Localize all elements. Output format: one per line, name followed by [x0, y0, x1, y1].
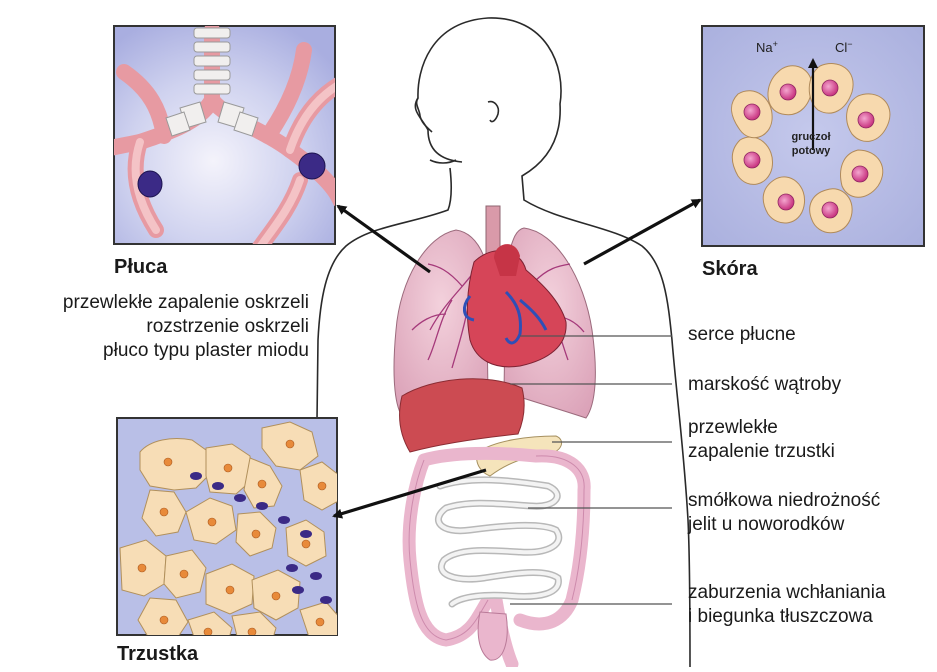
small-intestine-inner	[438, 480, 558, 604]
arrow-to-skin	[584, 200, 700, 264]
lung-condition-1: przewlekłe zapalenie oskrzeli	[63, 291, 309, 314]
lungs-title: Płuca	[114, 256, 167, 279]
skin-inset: Na+ Cl− gruczoł potowy	[702, 26, 924, 246]
pancreas-inset	[117, 418, 340, 648]
arrow-to-lungs	[338, 206, 430, 272]
mucus-plug-left	[138, 171, 162, 197]
label-colon-line1: zaburzenia wchłaniania	[688, 581, 886, 604]
skin-title: Skóra	[702, 258, 758, 281]
organs	[394, 206, 595, 664]
label-intestine-line1: smółkowa niedrożność	[688, 489, 880, 512]
lung-condition-2: rozstrzenie oskrzeli	[146, 315, 309, 338]
label-liver: marskość wątroby	[688, 373, 841, 396]
gland-label-line1: gruczoł	[791, 131, 830, 143]
label-intestine-line2: jelit u noworodków	[688, 513, 844, 536]
gland-label-line2: potowy	[792, 145, 831, 157]
lung-condition-3: płuco typu plaster miodu	[103, 339, 309, 362]
rectum	[478, 612, 507, 660]
label-colon-line2: i biegunka tłuszczowa	[688, 605, 873, 628]
label-pancreas-line1: przewlekłe	[688, 416, 778, 439]
mucus-plug-right	[299, 153, 325, 179]
label-heart: serce płucne	[688, 323, 796, 346]
small-intestine	[438, 480, 558, 604]
pancreas-title: Trzustka	[117, 643, 198, 666]
label-pancreas-line2: zapalenie trzustki	[688, 440, 835, 463]
lungs-inset	[110, 26, 340, 250]
